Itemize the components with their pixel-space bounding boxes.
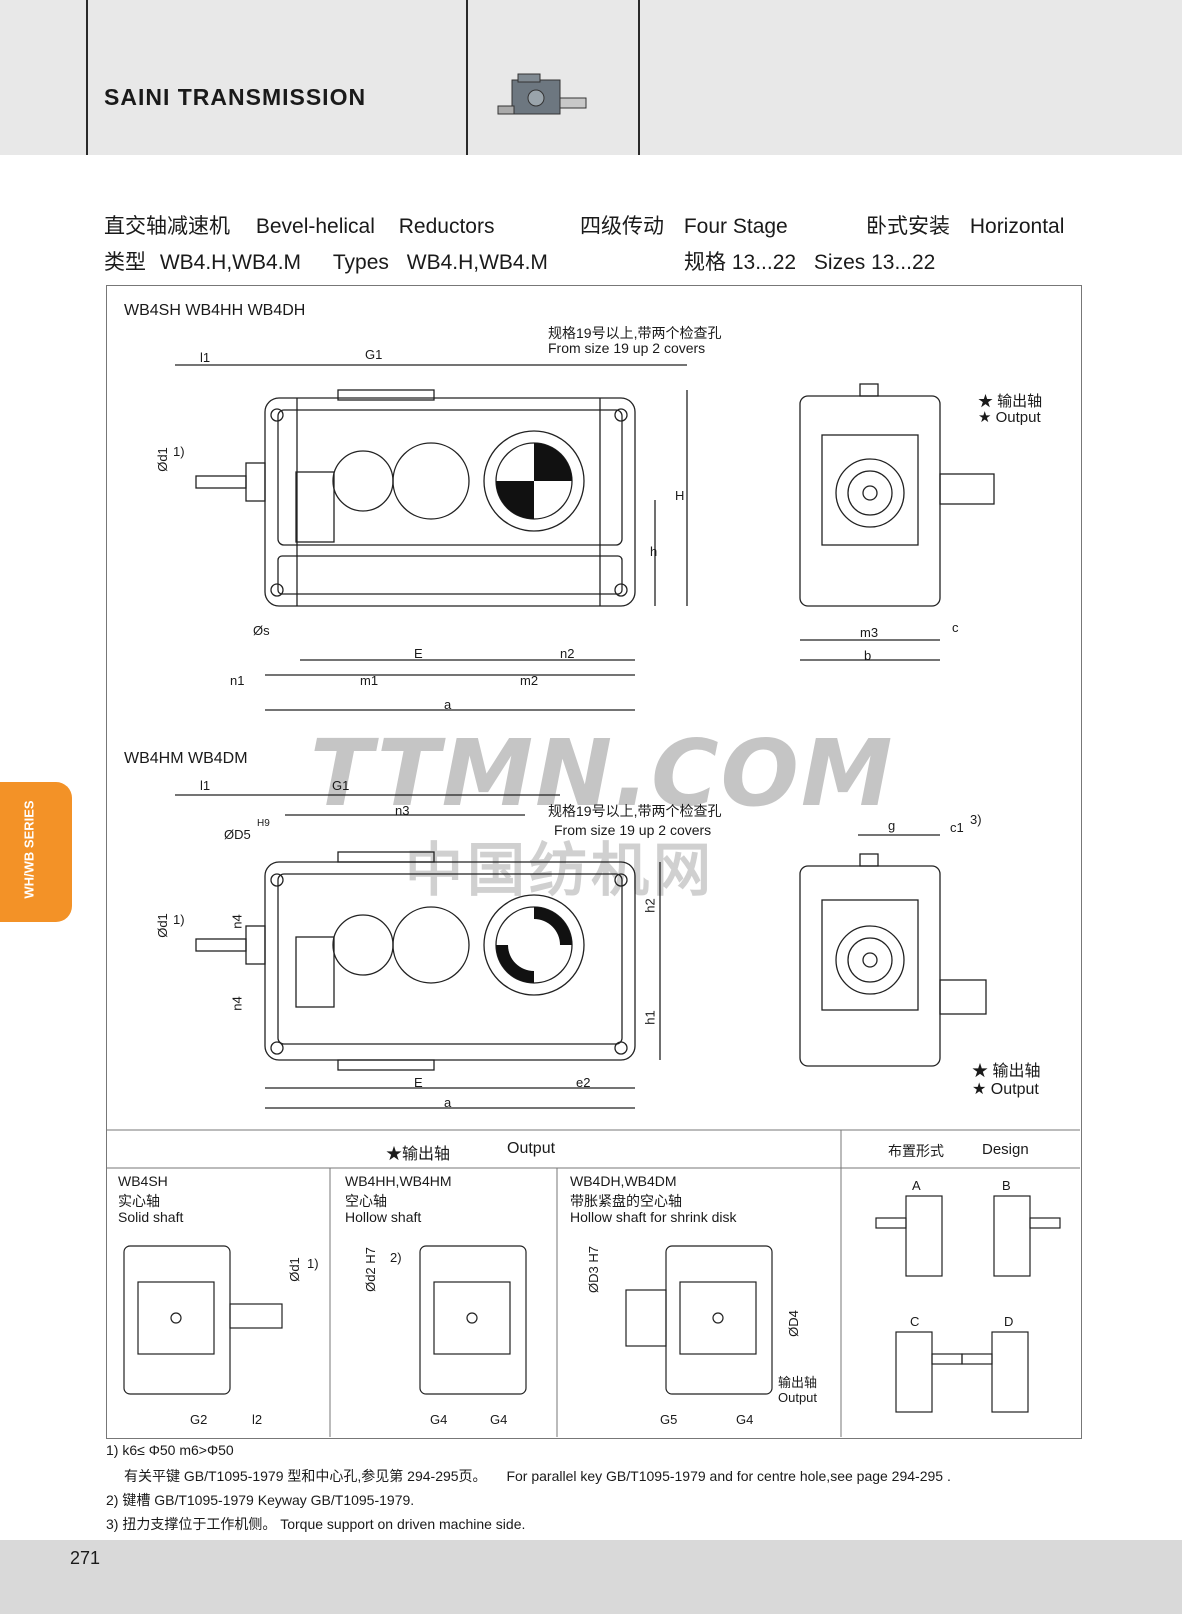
dim2-D5: ØD5 [224,827,251,842]
dim2-E: E [414,1075,423,1090]
note-3: 3) 扭力支撑位于工作机侧。 Torque support on driven … [106,1516,526,1532]
dim-H: H [675,488,685,503]
title-mounting: 卧式安装 Horizontal [866,215,1065,238]
col2-en: Hollow shaft [345,1209,422,1225]
col1-model: WB4SH [118,1173,168,1189]
col1-note: 1) [307,1256,319,1271]
dim2-H9: H9 [257,818,270,829]
design-B: B [1002,1178,1011,1193]
gearbox-thumbnail-icon [497,73,587,115]
col3-cn: 带胀紧盘的空心轴 [570,1193,682,1209]
dim-h: h [650,544,658,559]
col3-output-cn: 输出轴 [778,1375,818,1390]
section2-title: WB4HM WB4DM [124,750,248,767]
title-cn-bevel: 直交轴减速机 [104,215,230,238]
col2-model: WB4HH,WB4HM [345,1173,452,1189]
output-header-cn: ★输出轴 [386,1146,451,1163]
output-header-en: Output [507,1140,556,1157]
cover-note2-cn: 规格19号以上,带两个检查孔 [548,803,722,819]
dim2-note3: 3) [970,812,982,827]
design-A: A [912,1178,921,1193]
page-header [0,0,1182,155]
dim-m1: m1 [360,673,379,688]
col2-cn: 空心轴 [345,1193,387,1209]
title-stage: 四级传动 Four Stage [580,215,788,238]
output-label-cn: ★ 输出轴 [978,393,1043,410]
section1-title: WB4SH WB4HH WB4DH [124,302,306,319]
title-en-reductors: Reductors [398,215,495,238]
dim-m3: m3 [860,625,879,640]
header-divider [466,0,468,155]
dim2-e2: e2 [576,1075,591,1090]
brand-logo: SAINI TRANSMISSION [104,84,367,110]
dim-note1: 1) [173,444,185,459]
dim-n2: n2 [560,646,575,661]
col3-G5: G5 [660,1412,678,1427]
dim-s: Øs [253,623,270,638]
note-1b: 有关平键 GB/T1095-1979 型和中心孔,参见第 294-295页。 F… [124,1468,951,1484]
design-D: D [1004,1314,1014,1329]
title-line-2: 类型 WB4.H,WB4.M Types WB4.H,WB4.M [104,251,548,274]
title-sizes: 规格 13...22 Sizes 13...22 [684,251,936,274]
dim-l1: l1 [200,350,211,365]
dim2-a: a [444,1095,452,1110]
dim-G1: G1 [365,347,383,362]
dim-m2: m2 [520,673,539,688]
dim2-n3: n3 [395,803,410,818]
col1-en: Solid shaft [118,1209,184,1225]
cover-note-en: From size 19 up 2 covers [548,340,706,356]
dim-a: a [444,697,452,712]
design-header-en: Design [982,1141,1029,1158]
title-en-bevel: Bevel-helical [255,215,375,238]
col1-G2: G2 [190,1412,208,1427]
dim-b: b [864,648,872,663]
col2-G4-left: G4 [430,1412,448,1427]
col2-G4-right: G4 [490,1412,508,1427]
output-label-en: ★ Output [978,409,1041,426]
watermark: TTMN.COM [310,720,895,827]
col3-output-en: Output [778,1390,818,1405]
drawing-frame [106,285,1082,1439]
cover-note2-en: From size 19 up 2 covers [554,822,712,838]
dim-c: c [952,620,959,635]
dim-E: E [414,646,423,661]
page-footer [0,1540,1182,1614]
output2-label-cn: ★ 输出轴 [972,1063,1041,1080]
dim2-c1: c1 [950,820,964,835]
col1-cn: 实心轴 [118,1193,160,1209]
title-line-1: 直交轴减速机 Bevel-helical Reductors [104,210,494,240]
col2-note: 2) [390,1250,402,1265]
series-side-tab: WH/WB SERIES [0,782,72,922]
col3-model: WB4DH,WB4DM [570,1173,677,1189]
header-divider [638,0,640,155]
output2-label-en: ★ Output [972,1081,1039,1098]
page-number: 271 [70,1548,101,1568]
dim2-l1: l1 [200,778,211,793]
dim2-g: g [888,818,896,833]
cover-note-cn: 规格19号以上,带两个检查孔 [548,325,722,341]
col3-en: Hollow shaft for shrink disk [570,1209,737,1225]
note-1: 1) k6≤ Φ50 m6>Φ50 [106,1442,234,1458]
dim2-note1: 1) [173,912,185,927]
header-divider [86,0,88,155]
col3-G4: G4 [736,1412,754,1427]
design-header-cn: 布置形式 [888,1143,944,1159]
col1-l2: l2 [252,1412,263,1427]
dim-n1: n1 [230,673,245,688]
dim2-G1: G1 [332,778,350,793]
note-2: 2) 键槽 GB/T1095-1979 Keyway GB/T1095-1979… [106,1492,415,1508]
design-C: C [910,1314,920,1329]
